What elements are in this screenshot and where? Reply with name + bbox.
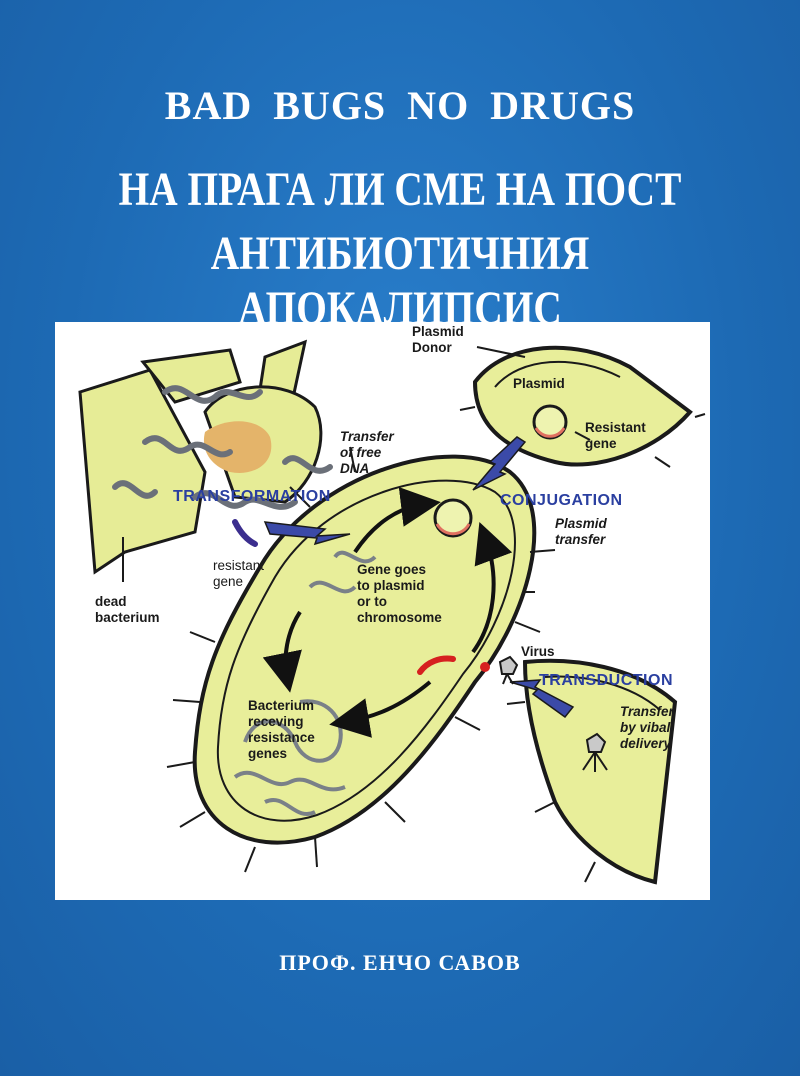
gene-transfer-diagram: TRANSFORMATION CONJUGATION TRANSDUCTION …: [55, 322, 710, 900]
label-conjugation: CONJUGATION: [500, 492, 623, 509]
author-name: ПРОФ. ЕНЧО САВОВ: [279, 950, 521, 975]
transfer-arrows-blue: [263, 436, 575, 719]
donor-plasmid: [532, 404, 568, 440]
label-leader-lines: [476, 346, 591, 593]
label-plasmid: Plasmid: [513, 376, 565, 391]
label-virus: Virus: [521, 644, 555, 659]
gene-flow-arrows: [262, 487, 513, 738]
resistant-gene-fragment: [232, 519, 258, 547]
title-bulgarian-line1: НА ПРАГА ЛИ СМЕ НА ПОСТ: [118, 163, 682, 216]
virus-in-cell-icon: [582, 732, 608, 772]
resistance-gene-red: [417, 655, 456, 675]
free-dna-strands: [112, 385, 333, 510]
title-bulgarian-line2: АНТИБИОТИЧНИЯ АПОКАЛИПСИС: [210, 227, 590, 335]
diagram-illustration: [78, 339, 706, 885]
dead-bacterium-core: [203, 421, 272, 473]
transduction-pili: [506, 701, 596, 883]
plasmid-donor-shape: [472, 345, 693, 467]
label-transduction: TRANSDUCTION: [539, 672, 673, 689]
title-english: BAD BUGS NO DRUGS: [164, 83, 636, 128]
receiving-bacterium-shape: [192, 454, 537, 845]
donor-pili: [459, 406, 706, 468]
label-transformation: TRANSFORMATION: [173, 488, 331, 505]
bacterium-pili: [166, 446, 556, 873]
virus-icon: [480, 655, 519, 685]
